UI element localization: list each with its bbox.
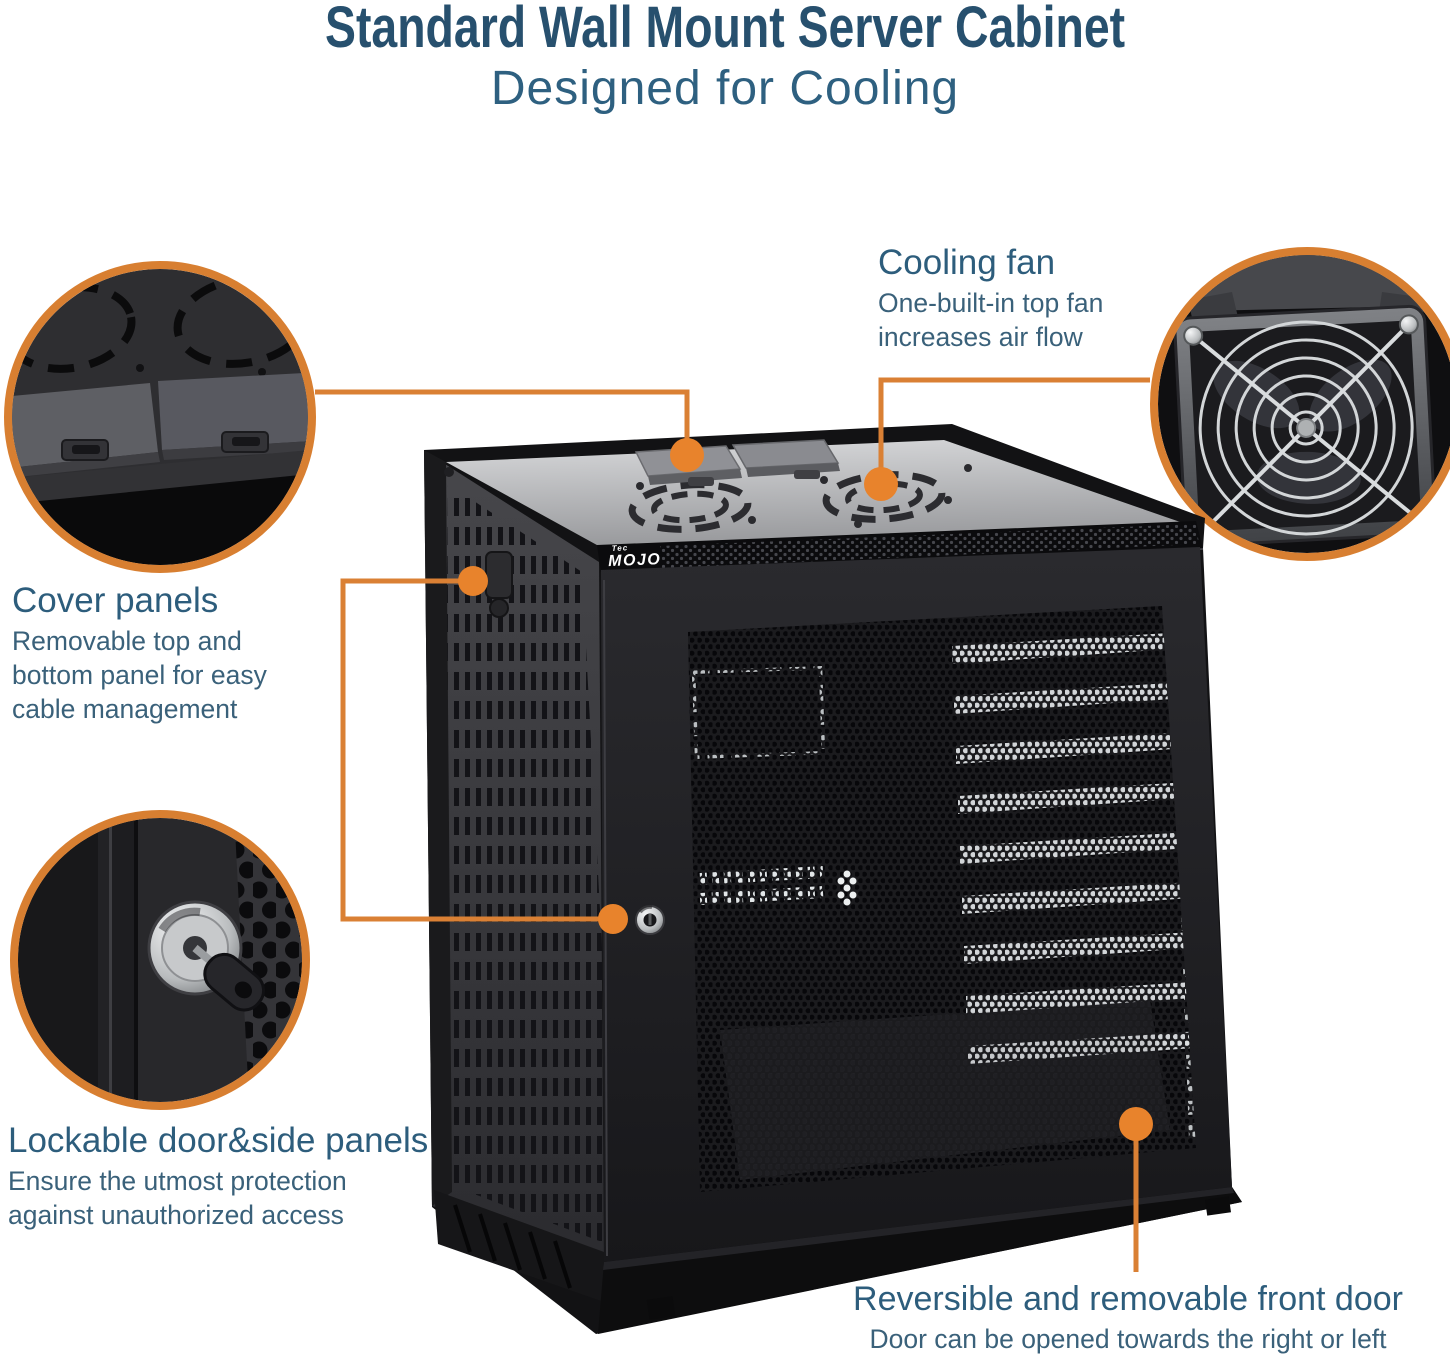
lock-icon: [147, 900, 266, 1012]
server-cabinet: Tec MOJO: [424, 424, 1242, 1334]
side-vent-panel: [424, 450, 618, 1302]
fan-assembly-icon: [1173, 304, 1437, 548]
front-top-vent-strip: Tec MOJO: [597, 521, 1204, 574]
callout-body-line: against unauthorized access: [8, 1200, 344, 1230]
callout-dot-side-latch: [458, 566, 488, 596]
connector-line-cooling-fan: [878, 377, 1150, 468]
callout-body-line: Door can be opened towards the right or …: [869, 1324, 1387, 1354]
page-title: Standard Wall Mount Server Cabinet: [324, 0, 1126, 60]
callout-body-line: Removable top and: [12, 626, 242, 656]
mounting-bracket: [434, 1190, 604, 1302]
callout-dots: [458, 438, 1153, 1141]
callout-heading: Cooling fan: [878, 243, 1056, 282]
callout-body-line: Ensure the utmost protection: [8, 1166, 347, 1196]
callout-dot-cover-panel: [670, 438, 704, 472]
callout-connectors: [315, 377, 1150, 1272]
inset-photo-cooling-fan: [1150, 247, 1450, 561]
inset-photo-cover-panels: [4, 261, 316, 573]
callout-heading: Cover panels: [12, 581, 219, 620]
callout-body-line: cable management: [12, 694, 238, 724]
door-lock-icon: [635, 904, 665, 935]
inset-circle-border: [10, 810, 310, 1110]
callout-dot-cooling-fan: [864, 467, 898, 501]
inset-circle-border: [1150, 247, 1450, 561]
callout-dot-door-lock: [598, 904, 628, 934]
side-panel-latch: [485, 551, 513, 599]
brand-logo: Tec MOJO: [608, 543, 662, 570]
callout-cooling-fan: Cooling fan One-built-in top fan increas…: [878, 240, 1103, 354]
callout-cover-panels: Cover panels Removable top and bottom pa…: [12, 578, 267, 726]
connector-line-cover-lock: [340, 578, 613, 922]
callout-heading: Reversible and removable front door: [853, 1280, 1403, 1318]
callout-body-line: increases air flow: [878, 322, 1083, 352]
interior-visible-through-mesh: [691, 617, 1199, 1180]
svg-text:Tec: Tec: [612, 543, 629, 553]
cabinet-top: [446, 439, 1186, 550]
cabinet-base: [598, 1187, 1242, 1334]
callout-body-line: One-built-in top fan: [878, 288, 1104, 318]
removable-cover-plates-icon: [12, 372, 308, 480]
door-handle-holes: [837, 870, 857, 906]
inset-circle-border: [4, 261, 316, 573]
fan-grill-icon: [1198, 320, 1414, 536]
svg-text:MOJO: MOJO: [608, 551, 662, 570]
callout-heading: Lockable door&side panels: [8, 1121, 429, 1160]
connector-line-cover-panels-inset: [315, 389, 690, 440]
page-header: Standard Wall Mount Server Cabinet: [0, 0, 1450, 60]
callout-lockable-panels: Lockable door&side panels Ensure the utm…: [8, 1118, 428, 1232]
inset-photo-lock: [10, 810, 310, 1110]
mesh-front-door: [601, 547, 1232, 1262]
mesh-texture: [234, 818, 302, 1102]
callout-body-line: bottom panel for easy: [12, 660, 267, 690]
key-icon: [192, 944, 266, 1012]
callout-dot-front-door: [1119, 1107, 1153, 1141]
callout-front-door: Reversible and removable front door Door…: [812, 1276, 1444, 1356]
page-subtitle: Designed for Cooling: [490, 62, 960, 115]
